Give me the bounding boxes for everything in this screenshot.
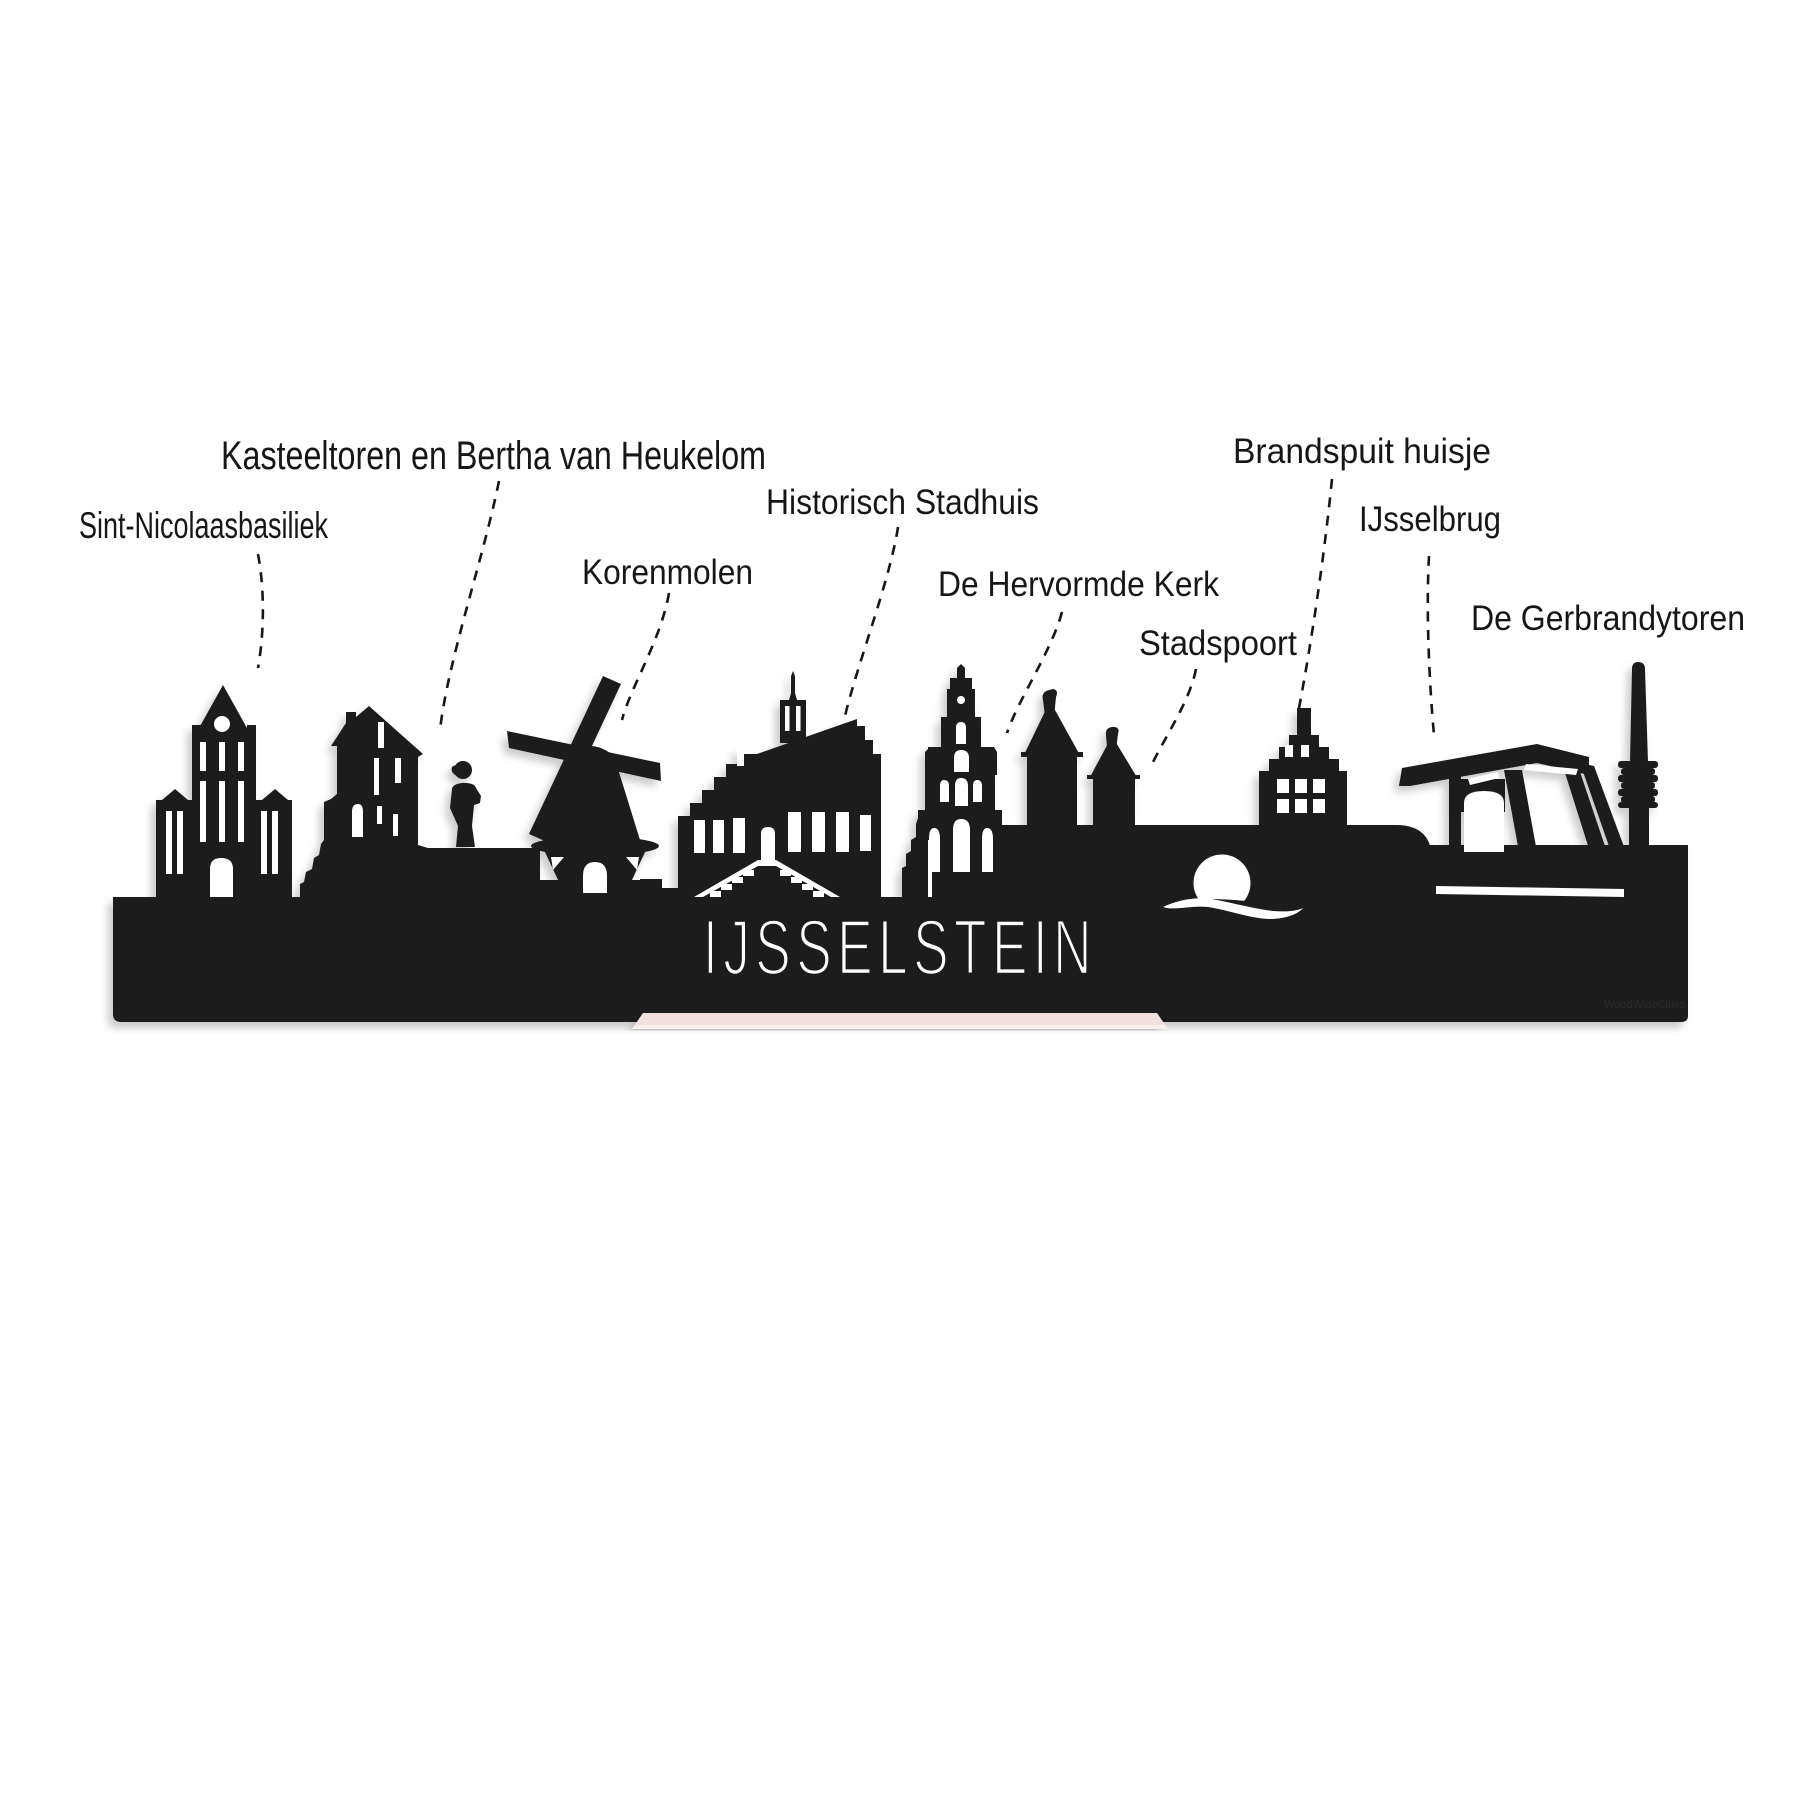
svg-text:Historisch Stadhuis: Historisch Stadhuis [766,483,1039,522]
svg-text:Brandspuit huisje: Brandspuit huisje [1233,432,1491,471]
svg-text:WoodWideCities: WoodWideCities [1604,999,1686,1011]
svg-text:De Hervormde Kerk: De Hervormde Kerk [938,565,1219,604]
svg-text:IJsselbrug: IJsselbrug [1359,500,1501,539]
svg-text:Kasteeltoren en Bertha van Heu: Kasteeltoren en Bertha van Heukelom [221,434,766,478]
svg-text:IJSSELSTEIN: IJSSELSTEIN [703,903,1097,991]
svg-text:Korenmolen: Korenmolen [582,553,753,592]
svg-text:Stadspoort: Stadspoort [1139,624,1297,663]
svg-text:De Gerbrandytoren: De Gerbrandytoren [1471,599,1745,638]
svg-text:Sint-Nicolaasbasiliek: Sint-Nicolaasbasiliek [79,505,328,546]
